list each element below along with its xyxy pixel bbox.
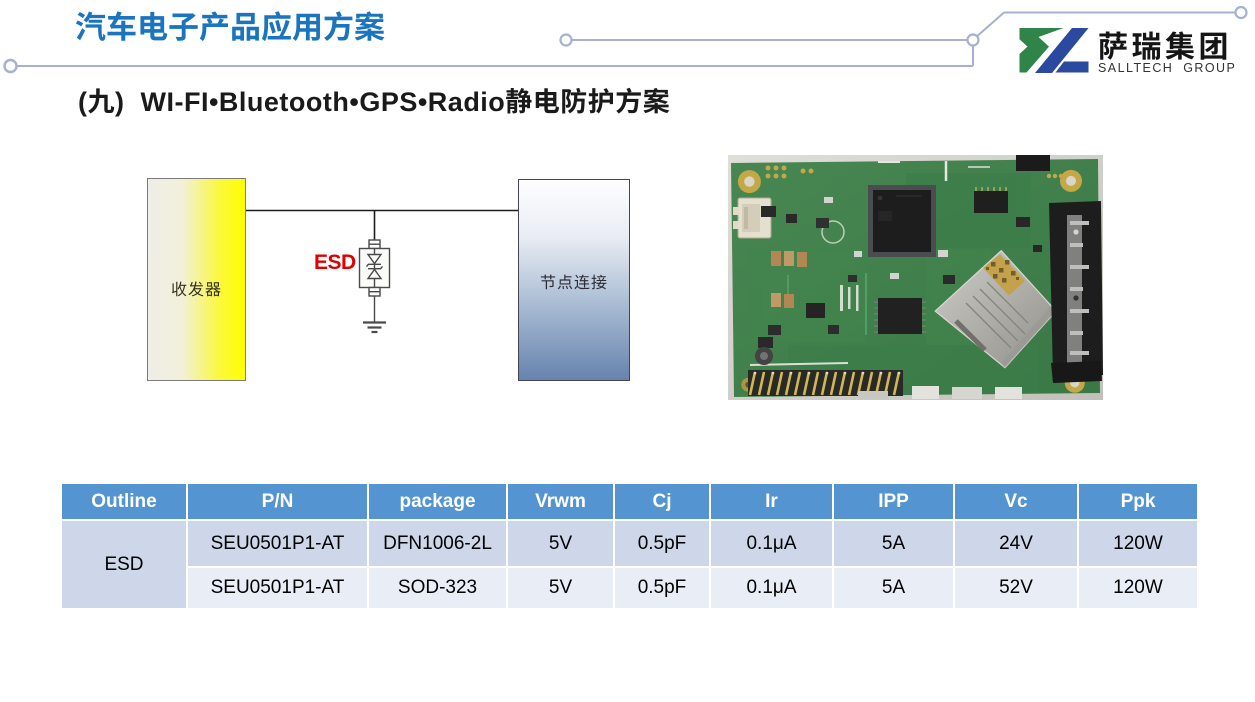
node-connection-box: 节点连接	[518, 179, 630, 381]
header-decor-lines	[3, 5, 1248, 74]
cell-vrwm: 5V	[506, 566, 615, 610]
cell-outline: ESD	[60, 519, 188, 610]
company-logo: 萨瑞集团 SALLTECH GROUP	[1019, 28, 1236, 75]
transceiver-label: 收发器	[170, 275, 222, 300]
slide-title: 汽车电子产品应用方案	[75, 2, 385, 47]
ground-symbol	[363, 296, 386, 334]
company-name-en: SALLTECH GROUP	[1098, 61, 1237, 75]
company-logo-text: 萨瑞集团 SALLTECH GROUP	[1098, 28, 1236, 75]
col-header-ir: Ir	[709, 482, 834, 521]
small-components	[755, 155, 1050, 365]
company-logo-icon	[1019, 28, 1089, 73]
col-header-vc: Vc	[953, 482, 1079, 521]
main-chip	[868, 185, 936, 257]
table-row: ESD SEU0501P1-AT DFN1006-2L 5V 0.5pF 0.1…	[60, 519, 1199, 610]
company-name-cn: 萨瑞集团	[1098, 22, 1232, 66]
table-header-row: Outline P/N package Vrwm Cj Ir IPP Vc Pp…	[60, 482, 1199, 521]
pcb-photo	[728, 155, 1103, 400]
section-subtitle: (九) WI-FI•Bluetooth•GPS•Radio静电防护方案	[78, 80, 671, 119]
cell-ppk: 120W	[1077, 519, 1199, 568]
esd-device-label: ESD	[314, 251, 356, 274]
col-header-outline: Outline	[60, 482, 188, 521]
col-header-package: package	[367, 482, 508, 521]
col-header-vrwm: Vrwm	[506, 482, 615, 521]
node-connection-label: 节点连接	[539, 269, 608, 293]
cell-ppk: 120W	[1077, 566, 1199, 610]
rf-shield-module	[934, 249, 1057, 369]
secondary-chip	[874, 298, 926, 334]
col-header-ipp: IPP	[832, 482, 955, 521]
gold-pads	[765, 165, 1064, 179]
circuit-diagram-wires	[246, 209, 518, 334]
cell-vrwm: 5V	[506, 519, 615, 568]
cell-vc: 52V	[953, 566, 1079, 610]
cell-cj: 0.5pF	[613, 519, 711, 568]
cell-vc: 24V	[953, 519, 1079, 568]
cell-ir: 0.1μA	[709, 566, 834, 610]
cell-cj: 0.5pF	[613, 566, 711, 610]
edge-connector	[1049, 201, 1103, 383]
col-header-cj: Cj	[613, 482, 711, 521]
esd-device-symbol	[358, 239, 391, 297]
cell-ipp: 5A	[832, 566, 955, 610]
col-header-pn: P/N	[186, 482, 369, 521]
cell-ir: 0.1μA	[709, 519, 834, 568]
spec-table: Outline P/N package Vrwm Cj Ir IPP Vc Pp…	[60, 482, 1199, 610]
cell-pn: SEU0501P1-AT	[186, 519, 369, 568]
cell-package: SOD-323	[367, 566, 508, 610]
cell-package: DFN1006-2L	[367, 519, 508, 568]
transceiver-box: 收发器	[147, 178, 246, 381]
photo-tone-overlay	[728, 155, 1103, 400]
cell-ipp: 5A	[832, 519, 955, 568]
col-header-ppk: Ppk	[1077, 482, 1199, 521]
bottom-modules	[858, 386, 1022, 399]
cell-pn: SEU0501P1-AT	[186, 566, 369, 610]
table-row: SEU0501P1-AT SOD-323 5V 0.5pF 0.1μA 5A 5…	[61, 566, 1199, 610]
